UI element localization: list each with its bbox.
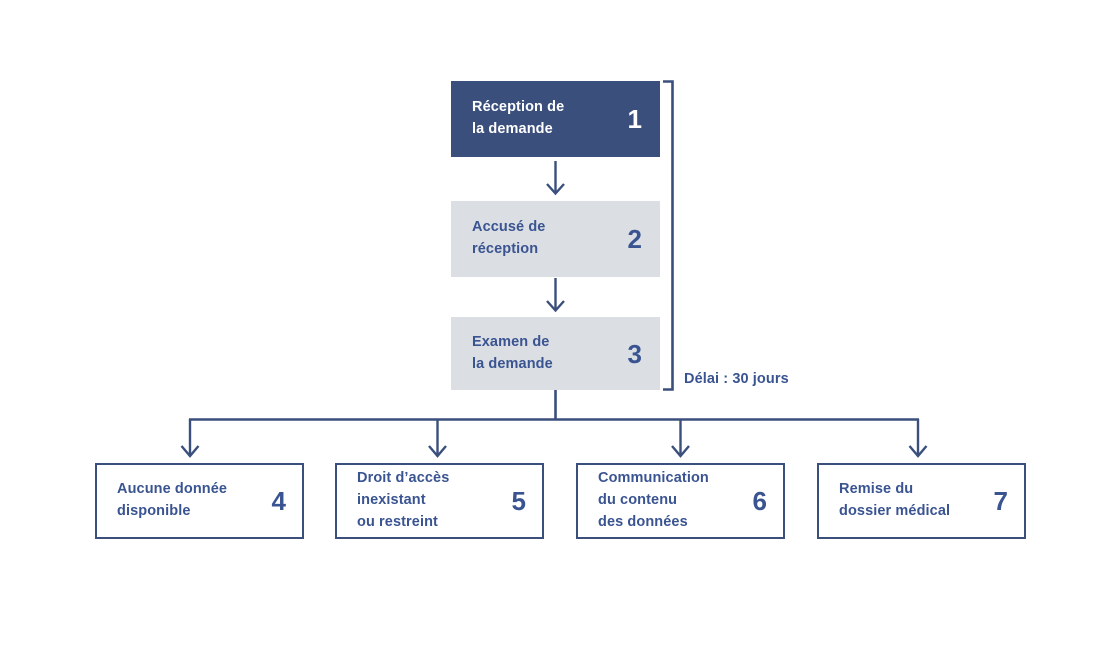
outcome-node-6[interactable]: Communication du contenu des données 6 xyxy=(576,463,785,539)
outcome-node-5[interactable]: Droit d’accès inexistant ou restreint 5 xyxy=(335,463,544,539)
outcome-number-7: 7 xyxy=(993,486,1008,516)
delay-annotation: Délai : 30 jours xyxy=(684,371,789,387)
outcome-node-7[interactable]: Remise du dossier médical 7 xyxy=(817,463,1026,539)
arrow-step1-to-step2 xyxy=(546,161,565,196)
outcome-node-4[interactable]: Aucune donnée disponible 4 xyxy=(95,463,304,539)
arrow-branch-2 xyxy=(428,419,447,458)
arrow-step2-to-step3 xyxy=(546,278,565,313)
step-label-2: Accusé de réception xyxy=(472,219,546,257)
branch-trunk xyxy=(189,390,919,421)
step-label-3: Examen de la demande xyxy=(472,333,553,372)
step-number-3: 3 xyxy=(627,338,642,369)
arrow-branch-4 xyxy=(908,419,928,458)
step-node-2[interactable]: Accusé de réception 2 xyxy=(451,201,660,277)
arrow-branch-3 xyxy=(671,419,690,458)
arrow-branch-1 xyxy=(180,419,200,458)
step-number-1: 1 xyxy=(627,104,642,134)
outcome-label-7: Remise du dossier médical xyxy=(839,481,951,519)
outcome-number-4: 4 xyxy=(271,486,286,516)
outcome-label-5: Droit d’accès inexistant ou restreint xyxy=(357,470,450,530)
step-node-3[interactable]: Examen de la demande 3 xyxy=(451,317,660,390)
outcome-number-5: 5 xyxy=(511,486,526,516)
outcome-number-6: 6 xyxy=(752,486,767,516)
delay-bracket xyxy=(663,80,674,391)
step-node-1[interactable]: Réception de la demande 1 xyxy=(451,81,660,157)
outcome-label-4: Aucune donnée disponible xyxy=(117,481,228,519)
outcome-label-6: Communication du contenu des données xyxy=(598,470,709,530)
step-number-2: 2 xyxy=(627,224,642,254)
step-label-1: Réception de la demande xyxy=(472,99,565,137)
